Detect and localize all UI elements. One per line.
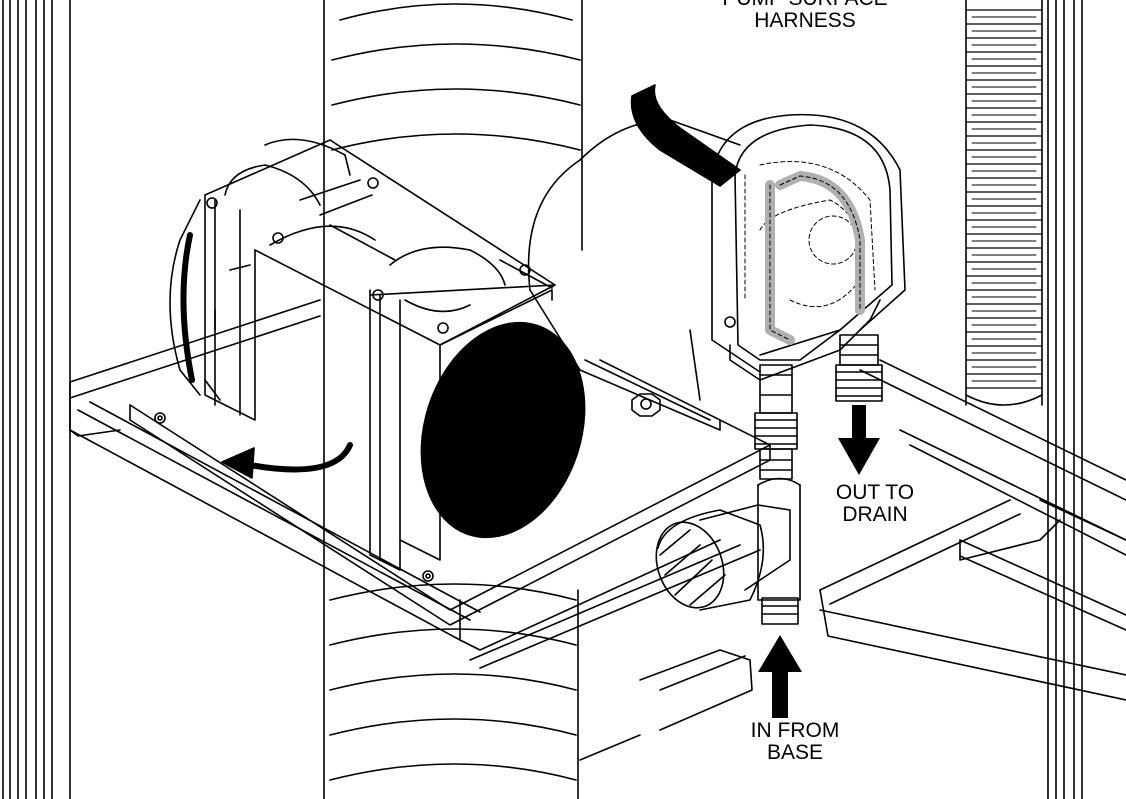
harness-label-line2: HARNESS [754,9,856,32]
inlet-fittings [754,364,798,480]
harness-label-line1: PUMP SURFACE [700,0,910,10]
lower-extrusion-rail [579,649,753,761]
drain-fitting [835,334,883,402]
out-to-drain-label: OUT TO DRAIN [800,482,950,526]
drain-label-line2: DRAIN [842,503,908,526]
right-frame-rails [1047,0,1083,799]
right-extrusion-rails [819,359,1126,701]
harness-conduit [965,0,1043,406]
pump-surface-harness-label: PUMP SURFACE HARNESS [700,0,910,32]
cord-arrow [221,442,353,479]
pump-motor-housing [527,119,741,431]
in-from-base-label: IN FROM BASE [720,720,870,764]
central-duct [323,0,583,799]
out-to-drain-arrow [838,405,880,475]
valve-assembly [655,477,801,625]
left-frame-rails [2,0,71,799]
mounting-plate [129,359,771,626]
compressor [169,138,586,571]
in-from-base-arrow [758,635,802,718]
drain-label-line1: OUT TO [835,481,915,504]
pump-handle [630,84,741,187]
base-label-line2: BASE [766,741,824,764]
peristaltic-pump-head [711,113,906,381]
front-extrusion-rail [69,299,761,669]
base-label-line1: IN FROM [750,719,840,742]
